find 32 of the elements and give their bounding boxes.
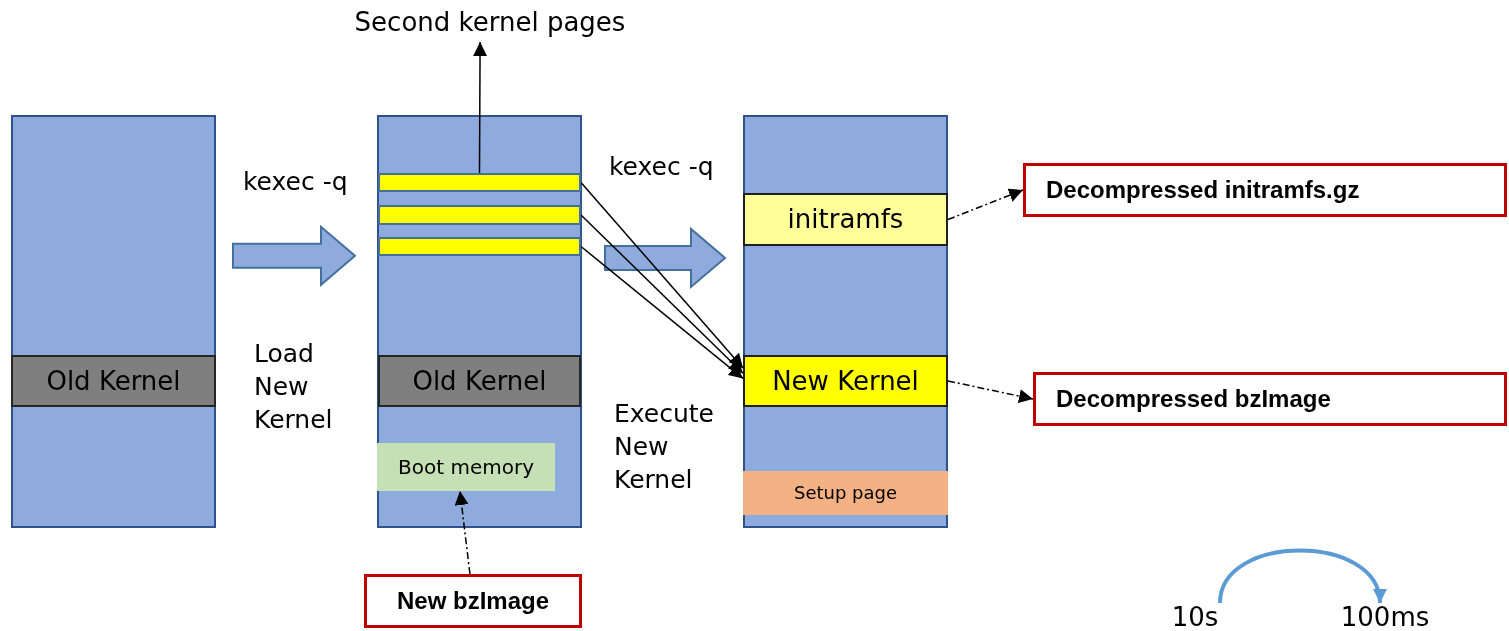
text-label: 10s [1160,603,1230,631]
memory-segment [378,237,581,256]
arrow [473,41,488,174]
step-label: Load New Kernel [254,338,334,436]
memory-region: New Kernel [743,355,948,407]
block-arrow [232,224,357,287]
memory-segment [378,173,581,192]
memory-region: Old Kernel [378,355,581,407]
memory-column [377,115,582,528]
arrow [454,490,471,575]
arrow [947,380,1034,403]
arrow [580,214,744,374]
block-arrow [604,226,727,290]
arrow [947,188,1024,221]
callout-box: Decompressed bzImage [1033,372,1507,426]
memory-region: initramfs [743,193,948,246]
callout-box: New bzImage [364,574,582,628]
text-label: Second kernel pages [340,2,640,42]
callout-box: Decompressed initramfs.gz [1023,163,1507,217]
step-label: Execute New Kernel [614,398,715,496]
memory-region: Boot memory [377,443,555,491]
curved-arrow [1218,548,1385,604]
arrow [580,181,744,369]
memory-segment [378,205,581,225]
memory-column [743,115,948,528]
memory-region: Setup page [743,471,948,515]
step-label: kexec -q [243,166,349,198]
text-label: 100ms [1330,603,1440,631]
step-label: kexec -q [609,151,715,183]
arrow [580,245,744,380]
memory-region: Old Kernel [11,355,216,407]
memory-column [11,115,216,528]
